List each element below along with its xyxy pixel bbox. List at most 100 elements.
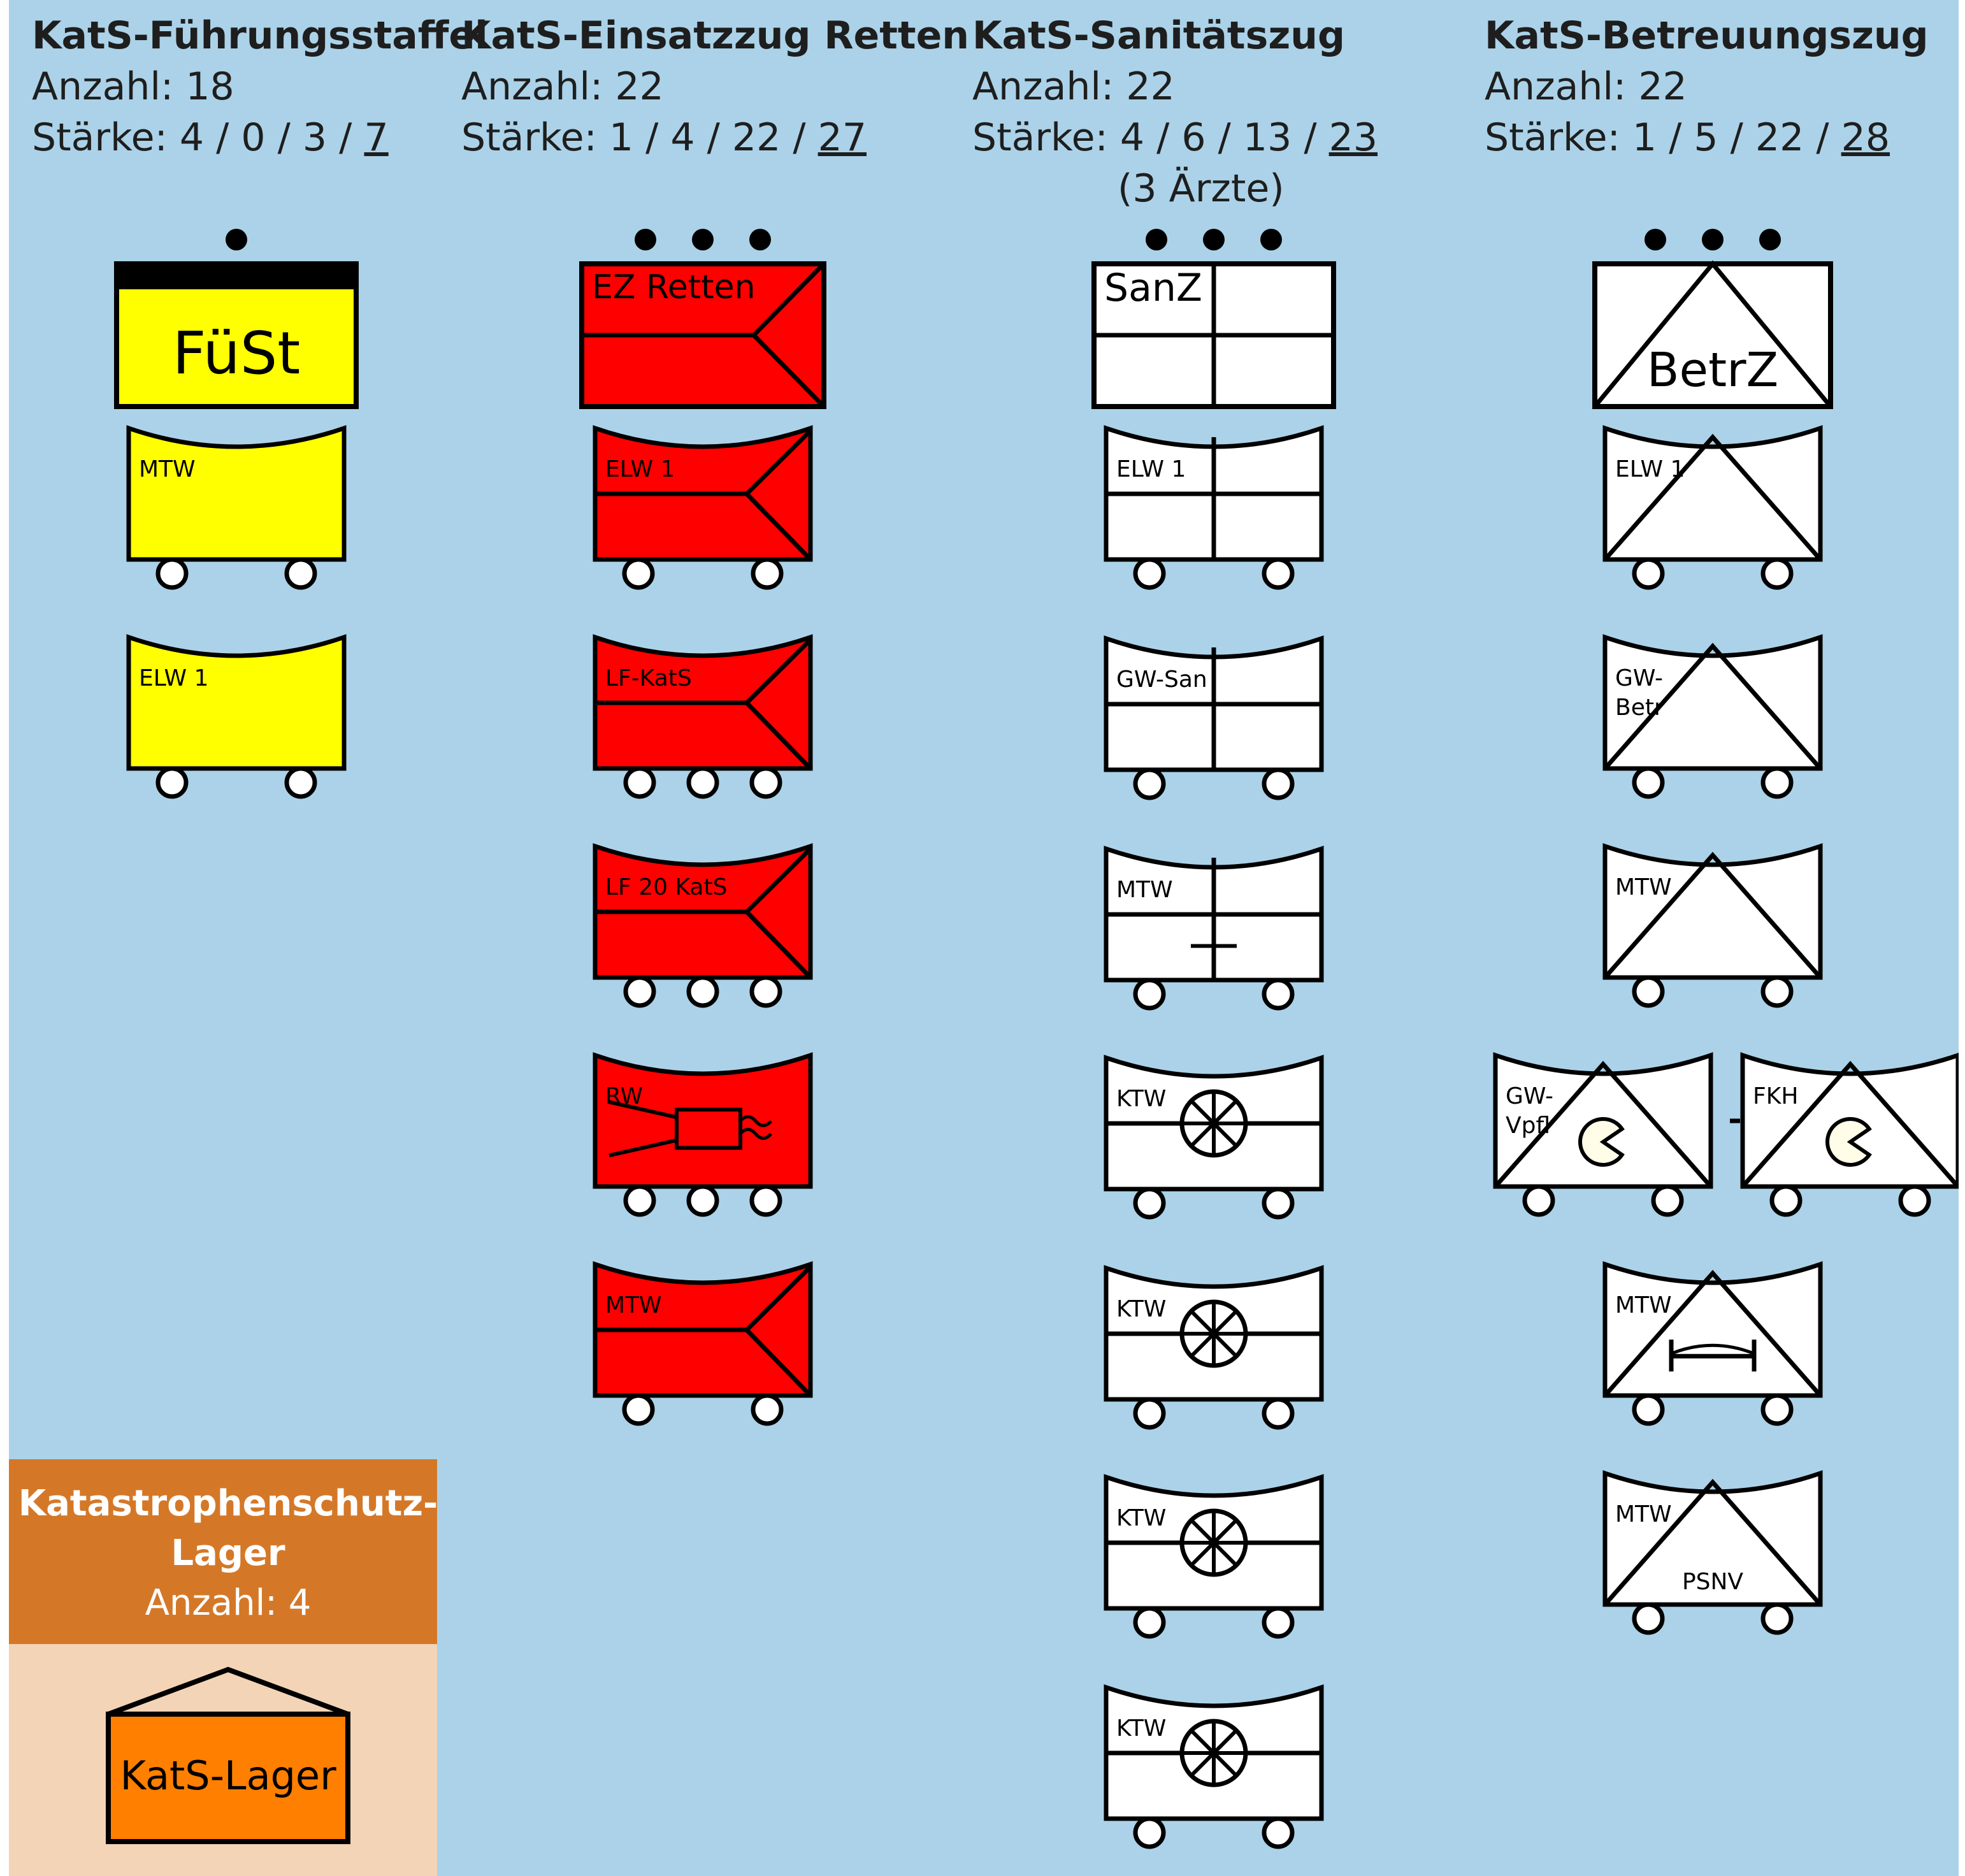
wheel-icon	[1760, 1602, 1794, 1635]
wheel-icon	[751, 557, 784, 590]
strength-breakdown: Stärke: 1 / 4 / 22 /	[461, 115, 818, 160]
pot-icon	[1825, 1116, 1872, 1167]
wheel-icon	[1898, 1184, 1931, 1217]
strength-total: 7	[364, 115, 388, 160]
vehicle-body	[593, 1052, 813, 1189]
vehicle-label: GW-	[1506, 1083, 1553, 1109]
wheel-icon	[1760, 975, 1794, 1008]
bed-icon	[1669, 1339, 1757, 1372]
tent-lines-icon	[1603, 433, 1822, 561]
unit-count: Anzahl: 18	[32, 64, 234, 109]
wheel-icon	[686, 1184, 719, 1217]
unit-extra-note: (3 Ärzte)	[1118, 166, 1285, 211]
unit-strength: Stärke: 1 / 4 / 22 / 27	[461, 115, 867, 160]
wheel-icon	[1760, 557, 1794, 590]
wheel-icon	[1769, 1184, 1803, 1217]
strength-breakdown: Stärke: 4 / 0 / 3 /	[32, 115, 364, 160]
vehicle-body	[126, 425, 347, 562]
wheel-icon	[284, 557, 317, 590]
unit-symbol: FüSt	[114, 229, 359, 409]
lager-symbol-label: KatS-Lager	[120, 1752, 336, 1799]
vehicle-symbol: ELW 1	[593, 425, 813, 590]
wheel-icon	[751, 1393, 784, 1426]
chevron-icon	[751, 262, 826, 408]
tent-lines-icon	[1603, 1269, 1822, 1397]
wheel-icon	[1133, 1606, 1166, 1639]
chevron-icon	[744, 1265, 812, 1397]
unit-strength: Stärke: 4 / 0 / 3 / 7	[32, 115, 389, 160]
wheel-icon	[155, 557, 189, 590]
wheel-cross-icon	[1179, 1719, 1248, 1787]
unit-symbol: SanZ	[1091, 229, 1336, 409]
vehicle-body	[1602, 425, 1823, 562]
wheel-icon	[1760, 766, 1794, 799]
vehicle-label: Betr	[1615, 695, 1664, 721]
wheel-icon	[749, 975, 782, 1008]
echelon-dot-icon	[1260, 229, 1282, 250]
wheel-icon	[1133, 1816, 1166, 1849]
wheel-icon	[155, 766, 189, 799]
echelon-dot-icon	[749, 229, 771, 250]
vehicle-symbol: MTW	[593, 1261, 813, 1426]
wheel-icon	[749, 1184, 782, 1217]
unit-strength: Stärke: 1 / 5 / 22 / 28	[1485, 115, 1890, 160]
unit-symbol: BetrZ	[1592, 229, 1833, 409]
vehicle-label: KTW	[1116, 1086, 1166, 1112]
wheel-icon	[622, 1393, 655, 1426]
vehicle-symbol: KTW	[1104, 1055, 1324, 1220]
unit-title: KatS-Einsatzzug Retten	[461, 13, 969, 58]
wheel-icon	[1133, 557, 1166, 590]
wheel-icon	[1632, 557, 1665, 590]
vehicle-symbol: LF-KatS	[593, 634, 813, 799]
wheel-icon	[1760, 1393, 1794, 1426]
unit-symbol-label: SanZ	[1104, 266, 1202, 310]
strength-total: 27	[818, 115, 867, 160]
wheel-icon	[1632, 766, 1665, 799]
staff-bar-icon	[117, 264, 356, 289]
unit-title: KatS-Führungsstaffel	[32, 13, 488, 58]
wheel-icon	[686, 975, 719, 1008]
vehicle-label: ELW 1	[1116, 456, 1186, 482]
wheel-icon	[1522, 1184, 1555, 1217]
vehicle-symbol: GW-Vpfl	[1493, 1052, 1713, 1217]
vehicle-label: LF-KatS	[605, 665, 692, 691]
lager-title-line2: Lager	[171, 1533, 285, 1574]
vehicle-symbol: GW-Betr	[1602, 634, 1823, 799]
vehicle-body	[1602, 1261, 1823, 1398]
unit-symbol-label: BetrZ	[1647, 343, 1778, 398]
wheel-icon	[1262, 1397, 1295, 1430]
vehicle-label: LF 20 KatS	[605, 874, 727, 900]
vehicle-body	[1602, 1470, 1823, 1607]
echelon-dot-icon	[226, 229, 247, 250]
vehicle-label: KTW	[1116, 1296, 1166, 1322]
wheel-cross-icon	[1179, 1089, 1248, 1158]
vehicle-label: MTW	[1615, 874, 1672, 900]
unit-count: Anzahl: 22	[1485, 64, 1687, 109]
vehicle-label: MTW	[605, 1292, 662, 1318]
strength-total: 28	[1841, 115, 1890, 160]
chevron-icon	[744, 638, 812, 770]
unit-symbol-frame	[1592, 261, 1833, 409]
tent-lines-icon	[1593, 260, 1832, 408]
wheel-icon	[1133, 978, 1166, 1011]
wheel-cross-icon	[1179, 1508, 1248, 1577]
vehicle-symbol: ELW 1	[1602, 425, 1823, 590]
wheel-icon	[1262, 978, 1295, 1011]
wheel-cross-icon	[1179, 1299, 1248, 1368]
vehicle-label: KTW	[1116, 1715, 1166, 1742]
wheel-icon	[1651, 1184, 1684, 1217]
lager-building-icon	[106, 1712, 350, 1844]
unit-symbol: EZ Retten	[579, 229, 826, 409]
vehicle-label: ELW 1	[605, 456, 675, 482]
wheel-icon	[1262, 767, 1295, 800]
tent-lines-icon	[1741, 1060, 1959, 1188]
tent-lines-icon	[1603, 1478, 1822, 1606]
tent-lines-icon	[1494, 1060, 1713, 1188]
chevron-icon	[744, 429, 812, 561]
unit-strength: Stärke: 4 / 6 / 13 / 23	[972, 115, 1378, 160]
vehicle-symbol: MTW	[1104, 846, 1324, 1011]
strength-total: 23	[1329, 115, 1378, 160]
echelon-dot-icon	[1203, 229, 1225, 250]
